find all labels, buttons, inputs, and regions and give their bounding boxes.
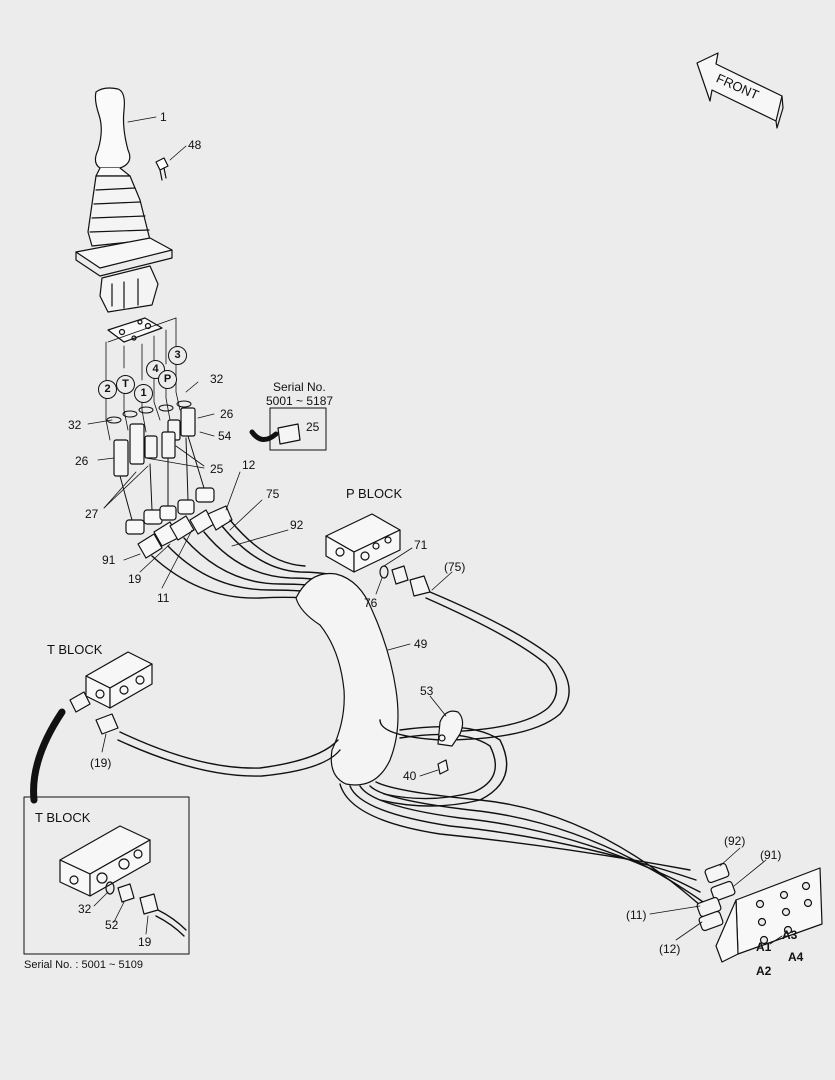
part-label-75: 75 bbox=[266, 487, 280, 501]
port-label-a4: A4 bbox=[788, 950, 804, 964]
port-label-a1: A1 bbox=[756, 940, 772, 954]
part-label-25a: 25 bbox=[306, 420, 320, 434]
inset-label-32: 32 bbox=[78, 902, 92, 916]
port-circle-p: P bbox=[158, 370, 177, 389]
part-label-92-ref: (92) bbox=[724, 834, 746, 848]
part-label-54: 54 bbox=[218, 429, 232, 443]
serial-inset-box-upper bbox=[269, 407, 327, 451]
part-label-76: 76 bbox=[364, 596, 378, 610]
joystick-grip bbox=[94, 87, 131, 169]
t-block bbox=[85, 651, 153, 709]
part-label-27: 27 bbox=[85, 507, 99, 521]
part-label-40: 40 bbox=[403, 769, 417, 783]
port-circle-t: T bbox=[116, 375, 135, 394]
part-label-53: 53 bbox=[420, 684, 434, 698]
part-label-71: 71 bbox=[414, 538, 428, 552]
serial-note-lower: Serial No. : 5001 ~ 5109 bbox=[24, 959, 143, 971]
part-label-11-ref: (11) bbox=[626, 908, 647, 922]
part-label-32b: 32 bbox=[68, 418, 82, 432]
part-label-48: 48 bbox=[188, 138, 202, 152]
part-label-26b: 26 bbox=[75, 454, 89, 468]
hose-sleeve bbox=[295, 572, 399, 786]
part-label-75-ref: (75) bbox=[444, 560, 466, 574]
part-label-1: 1 bbox=[160, 110, 167, 124]
part-label-11: 11 bbox=[157, 591, 170, 605]
part-label-19-ref: (19) bbox=[90, 756, 112, 770]
port-circle-2: 2 bbox=[98, 380, 117, 399]
serial-note-upper-2: 5001 ~ 5187 bbox=[266, 394, 334, 408]
inset-label-52: 52 bbox=[105, 918, 119, 932]
serial-inset-box-lower bbox=[23, 796, 190, 955]
part-label-92: 92 bbox=[290, 518, 304, 532]
part-label-19: 19 bbox=[128, 572, 142, 586]
joystick-boot bbox=[87, 175, 151, 247]
t-block-inset-title: T BLOCK bbox=[35, 810, 91, 825]
t-block-title: T BLOCK bbox=[47, 642, 103, 657]
front-arrow bbox=[696, 52, 783, 122]
part-label-12: 12 bbox=[242, 458, 256, 472]
part-label-91-ref: (91) bbox=[760, 848, 782, 862]
port-bracket bbox=[715, 867, 823, 963]
part-label-91: 91 bbox=[102, 553, 116, 567]
serial-note-upper-1: Serial No. bbox=[273, 380, 326, 394]
part-label-32a: 32 bbox=[210, 372, 224, 386]
part-label-49: 49 bbox=[414, 637, 428, 651]
port-circle-1: 1 bbox=[134, 384, 153, 403]
part-label-12-ref: (12) bbox=[659, 942, 681, 956]
part-label-26a: 26 bbox=[220, 407, 234, 421]
p-block-title: P BLOCK bbox=[346, 486, 403, 501]
port-circle-3: 3 bbox=[168, 346, 187, 365]
inset-label-19: 19 bbox=[138, 935, 152, 949]
p-block bbox=[325, 513, 401, 573]
port-label-a2: A2 bbox=[756, 964, 772, 978]
port-label-a3: A3 bbox=[782, 928, 798, 942]
part-label-25b: 25 bbox=[210, 462, 224, 476]
